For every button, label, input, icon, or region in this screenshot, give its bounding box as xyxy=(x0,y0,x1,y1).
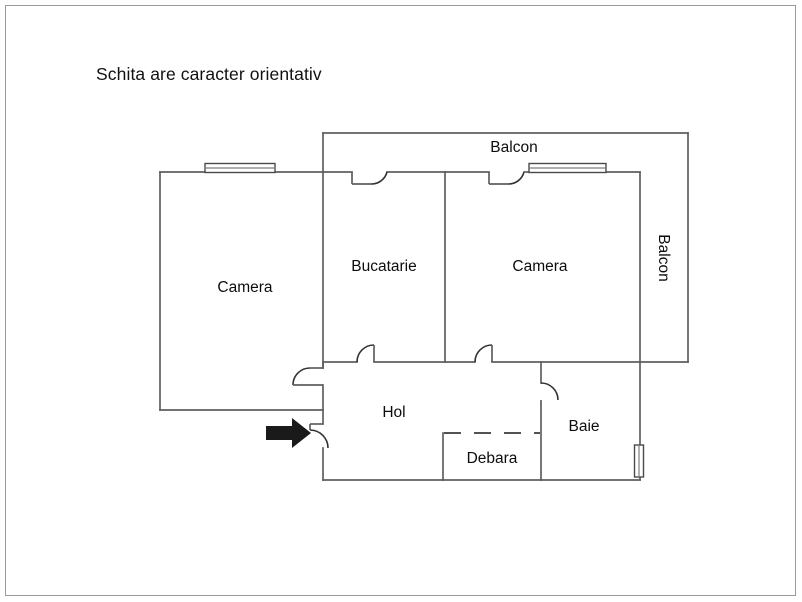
window-camera-left xyxy=(204,162,276,174)
room-camera-left-walls xyxy=(159,171,324,411)
room-label-camera-right: Camera xyxy=(512,258,568,275)
room-hol-walls xyxy=(292,361,540,481)
room-label-baie: Baie xyxy=(568,418,599,435)
door-hol-baie-arc xyxy=(540,382,559,401)
balcon-outline xyxy=(322,132,689,363)
room-debara-baie-walls xyxy=(442,361,641,481)
room-bucatarie-walls xyxy=(322,171,446,363)
door-entrance-hol-arc xyxy=(309,429,329,449)
door-hol-bucatarie-arc xyxy=(356,344,375,363)
window-camera-right xyxy=(528,162,607,174)
window-baie xyxy=(633,444,645,478)
door-balcon-bucatarie-arc xyxy=(370,171,388,185)
page-title: Schita are caracter orientativ xyxy=(96,64,322,84)
door-camera-left-hol-arc xyxy=(292,367,311,386)
room-label-bucatarie: Bucatarie xyxy=(351,258,416,275)
windows-group xyxy=(204,162,645,478)
balcon-label-right: Balcon xyxy=(655,234,672,281)
room-label-debara: Debara xyxy=(467,450,518,467)
balcon-labels: Balcon Balcon xyxy=(490,139,672,282)
entrance-arrow xyxy=(266,418,311,448)
room-label-camera-left: Camera xyxy=(217,279,273,296)
balcon-label-top: Balcon xyxy=(490,139,537,156)
room-label-hol: Hol xyxy=(382,404,405,421)
door-balcon-camera-right-arc xyxy=(507,171,525,185)
room-camera-right-walls xyxy=(444,171,641,363)
room-labels: Camera Bucatarie Camera Hol Debara Baie xyxy=(217,258,599,467)
door-hol-camera-right-arc xyxy=(474,344,493,363)
